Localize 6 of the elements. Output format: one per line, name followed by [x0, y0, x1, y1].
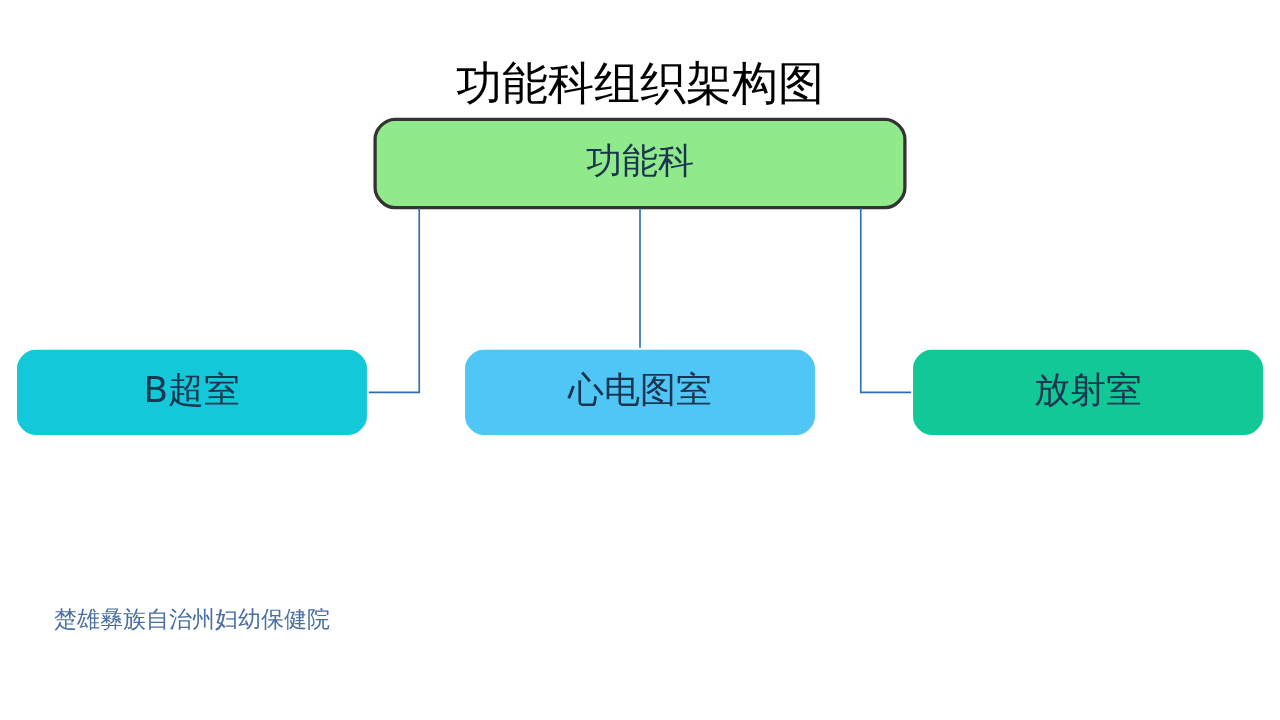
connector: [639, 206, 641, 349]
connector: [859, 206, 912, 393]
node-box: 功能科: [373, 117, 907, 209]
diagram-title: 功能科组织架构图: [456, 56, 824, 110]
connector: [368, 206, 421, 393]
label: 楚雄彝族自治州妇幼保健院: [53, 605, 330, 632]
